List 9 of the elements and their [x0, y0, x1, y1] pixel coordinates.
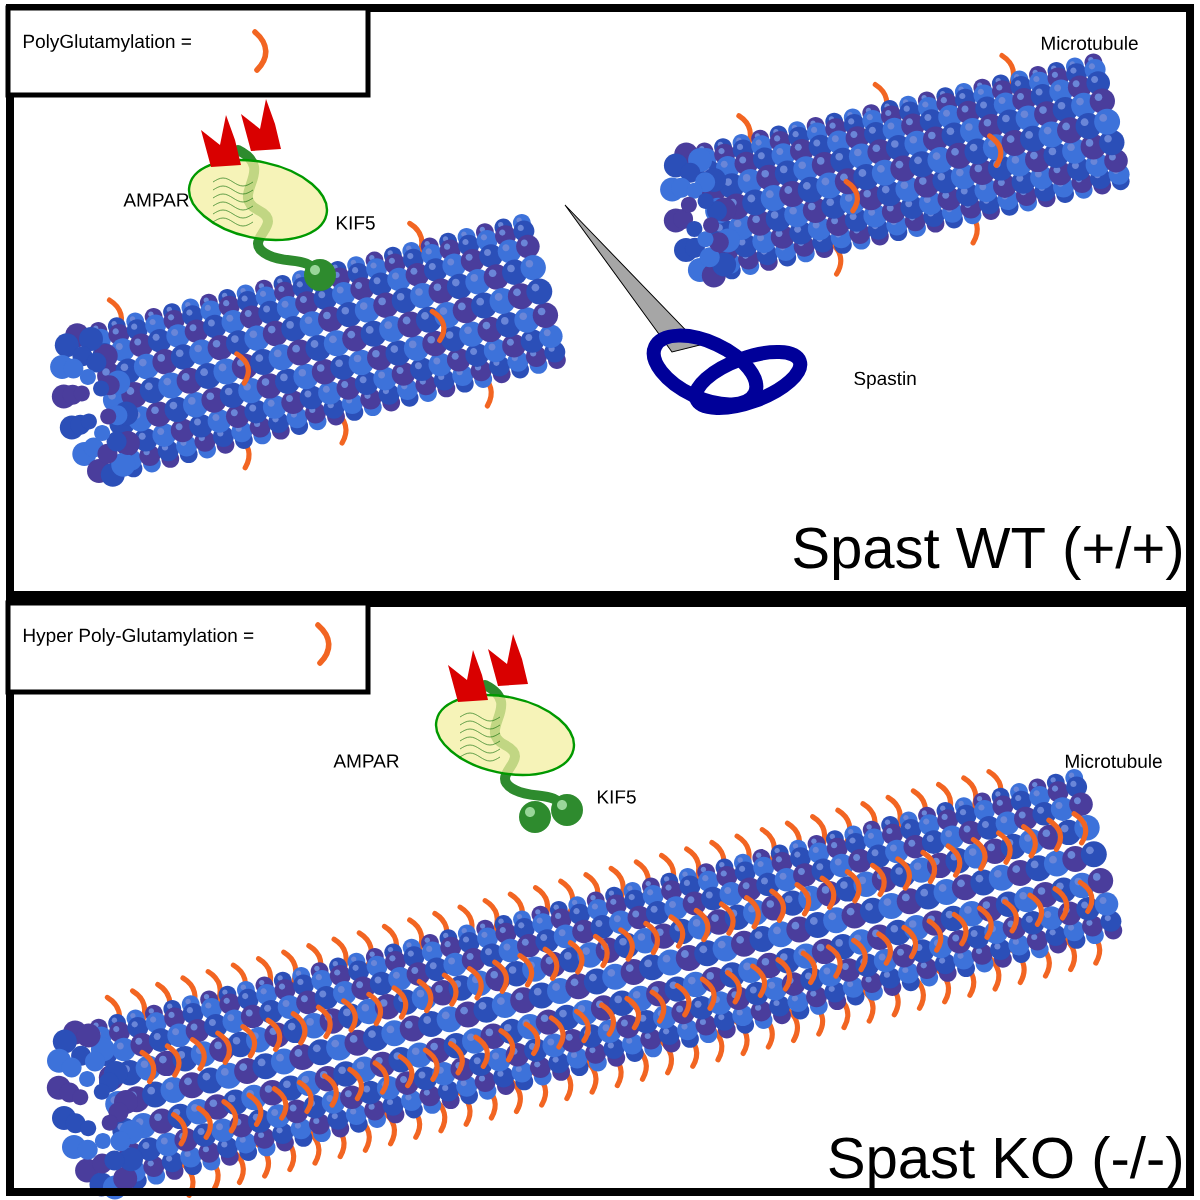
part-label: KIF5	[336, 216, 375, 230]
legend-box: PolyGlutamylation =	[5, 5, 371, 98]
part-label: Microtubule	[1042, 36, 1138, 50]
part-label: Microtubule	[1066, 754, 1162, 768]
part-label: KIF5	[597, 790, 636, 804]
part-label: Spastin	[854, 371, 916, 389]
part-label: AMPAR	[123, 193, 189, 207]
part-label: AMPAR	[333, 754, 399, 768]
legend-box: Hyper Poly-Glutamylation =	[5, 600, 371, 695]
